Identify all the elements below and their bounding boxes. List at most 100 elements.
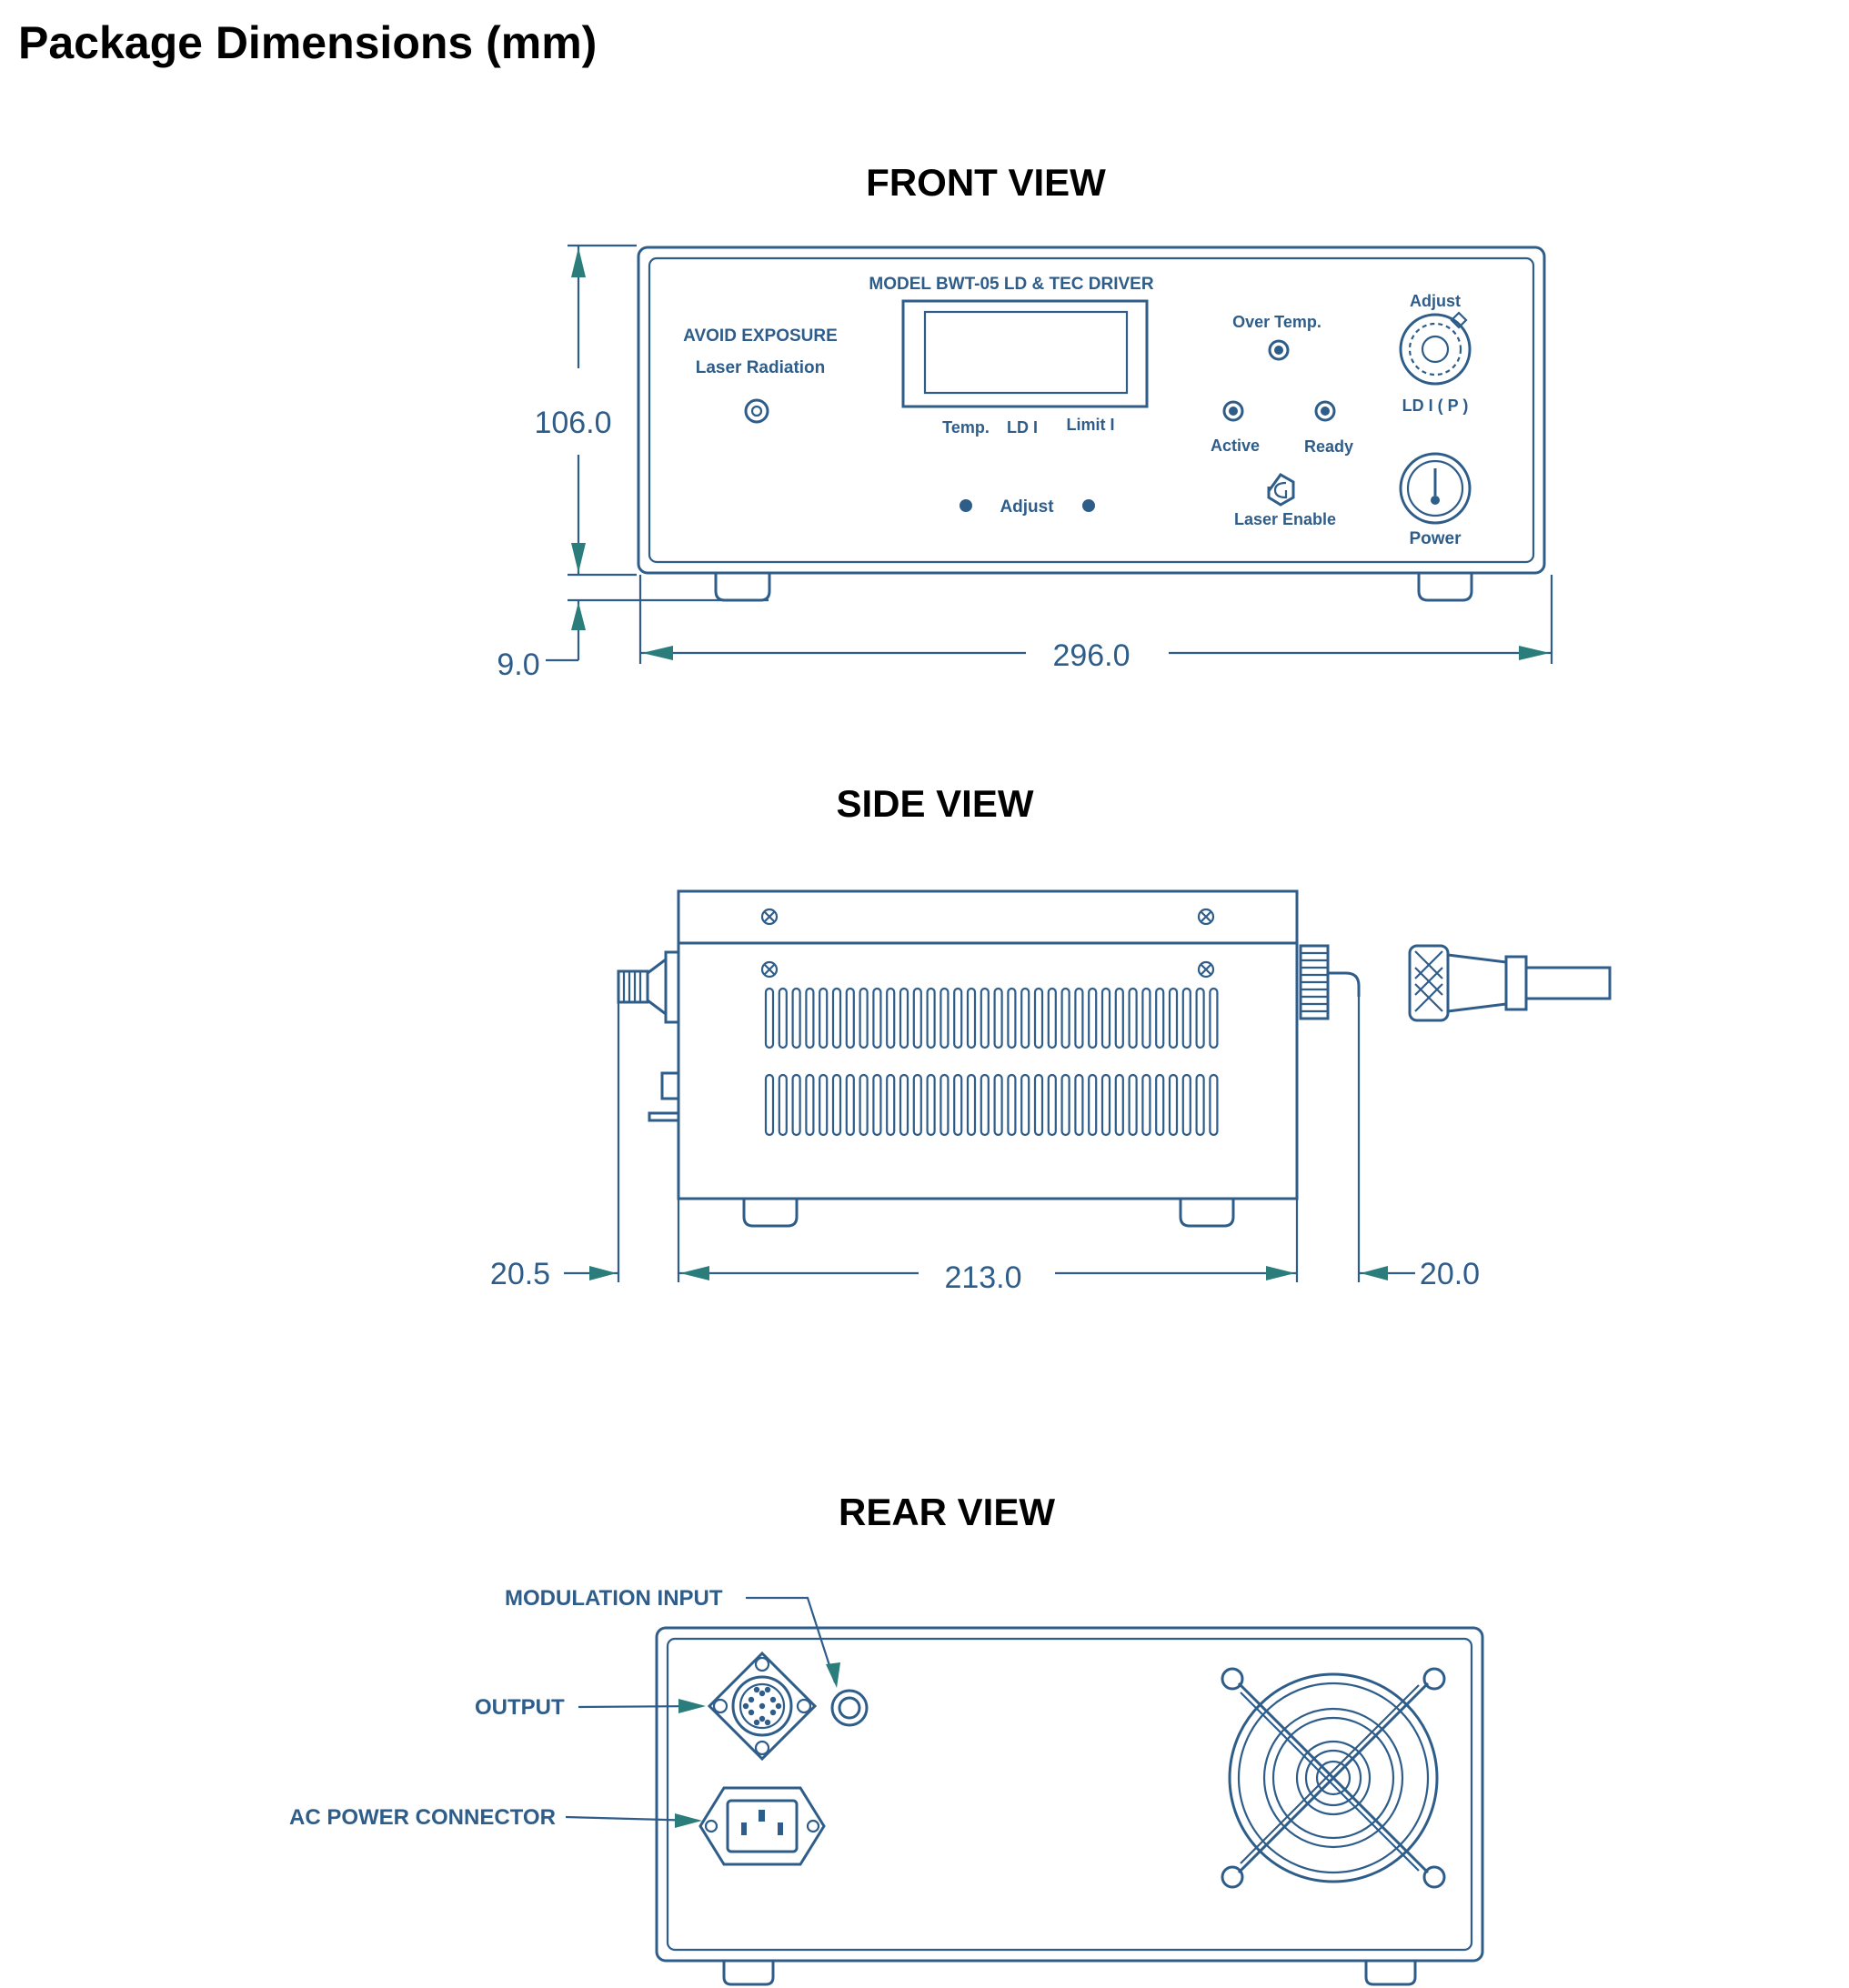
fan-screw-icon	[1422, 1667, 1446, 1691]
vent-slot	[1141, 1073, 1151, 1137]
front-foot-right	[1417, 573, 1473, 602]
key-switch-icon	[1267, 473, 1295, 507]
vent-slot	[1128, 987, 1138, 1049]
vent-slot	[1088, 1073, 1098, 1137]
display-label-ld: LD I	[1007, 418, 1038, 437]
vent-slot	[1114, 1073, 1124, 1137]
screw-icon	[704, 1819, 718, 1833]
cable-plug-body-icon	[1447, 953, 1508, 1013]
vent-slot	[791, 1073, 801, 1137]
cable-plug-nut-icon	[1408, 944, 1450, 1022]
vent-slot	[1074, 1073, 1084, 1137]
vent-slot	[912, 1073, 922, 1137]
vent-slot	[778, 1073, 788, 1137]
page-title: Package Dimensions (mm)	[18, 17, 598, 68]
warning-line2: Laser Radiation	[696, 358, 826, 377]
side-view: SIDE VIEW	[490, 782, 1612, 1295]
over-temp-label: Over Temp.	[1232, 313, 1321, 331]
dim-foot-value: 9.0	[497, 648, 539, 682]
dim-height-value: 106.0	[534, 406, 611, 440]
vent-slot	[899, 987, 909, 1049]
vent-slot	[1128, 1073, 1138, 1137]
fan-ring-icon	[1262, 1707, 1404, 1849]
vent-slot	[980, 987, 990, 1049]
dim-front-protrusion-value: 20.5	[490, 1257, 550, 1291]
vent-slot	[1088, 987, 1098, 1049]
rear-enclosure-outer	[655, 1626, 1484, 1963]
knob-adjust-label: Adjust	[1410, 292, 1461, 310]
screw-icon	[712, 1698, 729, 1714]
rear-foot-right	[1364, 1961, 1417, 1986]
vent-slot	[1195, 1073, 1205, 1137]
front-foot-left	[714, 573, 771, 602]
vent-slot	[1155, 1073, 1165, 1137]
dim-width-arrow-left	[642, 646, 673, 660]
power-switch-dot-icon	[1431, 496, 1440, 505]
power-switch-inner-icon	[1406, 459, 1464, 517]
vent-slot	[872, 1073, 882, 1137]
vent-slot	[953, 1073, 963, 1137]
vent-slot	[819, 1073, 829, 1137]
cable-plug-collar-icon	[1504, 955, 1528, 1011]
side-lever-icon	[648, 1111, 680, 1122]
ac-power-connector-flange-icon	[698, 1786, 826, 1866]
ac-power-label: AC POWER CONNECTOR	[289, 1805, 556, 1830]
screw-icon	[760, 908, 779, 926]
vent-slot	[886, 987, 896, 1049]
aperture-icon	[744, 398, 769, 424]
vent-slot	[805, 987, 815, 1049]
power-switch-outer-icon	[1399, 452, 1472, 525]
fan-ring-icon	[1237, 1682, 1430, 1874]
rear-foot-left	[722, 1961, 775, 1986]
model-label: MODEL BWT-05 LD & TEC DRIVER	[869, 275, 1153, 294]
vent-slot	[1141, 987, 1151, 1049]
vent-slot	[1209, 1073, 1219, 1137]
connector-pin-icon	[759, 1715, 766, 1722]
vent-slot	[805, 1073, 815, 1137]
vent-slot	[1060, 987, 1070, 1049]
screw-icon	[754, 1656, 770, 1672]
vent-slot	[831, 987, 842, 1049]
screw-icon	[1197, 960, 1215, 979]
vent-slot	[926, 987, 936, 1049]
display-outer	[901, 299, 1149, 408]
fan-screw-icon	[1221, 1667, 1244, 1691]
cable-icon	[1524, 966, 1612, 1000]
fan-cross-icon	[1240, 1684, 1420, 1872]
rear-enclosure-inner	[666, 1637, 1473, 1952]
dim-foot-arrow	[571, 602, 586, 630]
fan-guard-icon	[1221, 1667, 1446, 1889]
side-knob-icon	[617, 969, 649, 1004]
vent-slot	[953, 987, 963, 1049]
ready-led-icon	[1314, 400, 1336, 422]
vent-slot	[1195, 987, 1205, 1049]
connector-pin-icon	[769, 1709, 777, 1716]
side-rear-stub	[1328, 971, 1361, 997]
connector-pin-icon	[764, 1719, 771, 1726]
side-rear-connector-knurl-icon	[1301, 951, 1328, 1013]
vent-slot	[1155, 987, 1165, 1049]
dim-rear-arrow	[1361, 1266, 1388, 1280]
ac-power-socket-icon	[726, 1799, 799, 1853]
vent-slot	[1047, 987, 1057, 1049]
side-knob-knurl-icon	[622, 971, 642, 1002]
vent-slot	[1114, 987, 1124, 1049]
over-temp-led-icon	[1268, 339, 1290, 361]
ld-knob-ring-icon	[1408, 322, 1462, 377]
vent-slot	[1168, 987, 1179, 1049]
side-knob-cone	[646, 958, 667, 1016]
vent-slot	[845, 1073, 855, 1137]
front-enclosure-inner	[648, 256, 1535, 564]
dim-depth-arrow-left	[680, 1266, 709, 1280]
modulation-jack-inner-icon	[838, 1696, 861, 1720]
vent-slot	[1020, 987, 1030, 1049]
vent-slot	[1033, 1073, 1044, 1137]
dim-front-arrow	[589, 1266, 617, 1280]
rear-view: REAR VIEW	[289, 1491, 1484, 1986]
connector-pin-icon	[742, 1702, 749, 1710]
vent-slot	[831, 1073, 842, 1137]
vent-slot	[845, 987, 855, 1049]
fan-screw-icon	[1422, 1865, 1446, 1889]
side-front-plate	[664, 950, 678, 1024]
